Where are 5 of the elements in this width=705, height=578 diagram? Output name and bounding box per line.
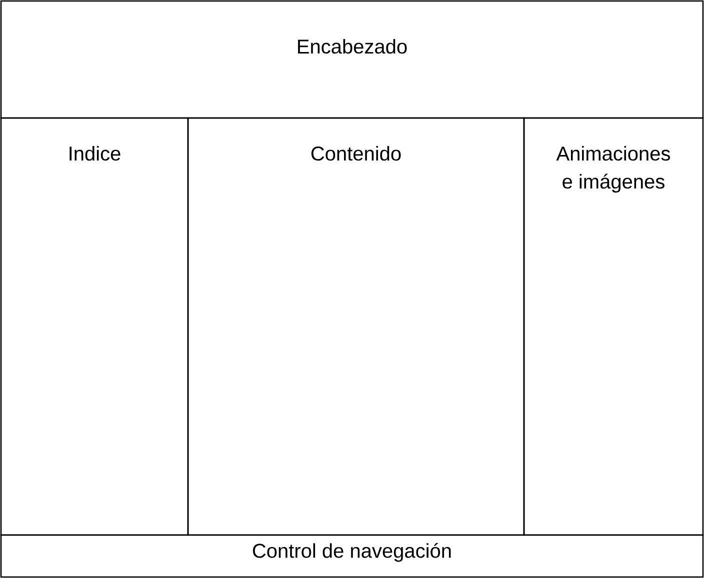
footer-bar: Control de navegación	[0, 534, 704, 578]
index-column: Indice	[0, 117, 189, 536]
media-column: Animaciones e imágenes	[523, 117, 704, 536]
header-section: Encabezado	[0, 0, 704, 119]
content-column: Contenido	[187, 117, 525, 536]
